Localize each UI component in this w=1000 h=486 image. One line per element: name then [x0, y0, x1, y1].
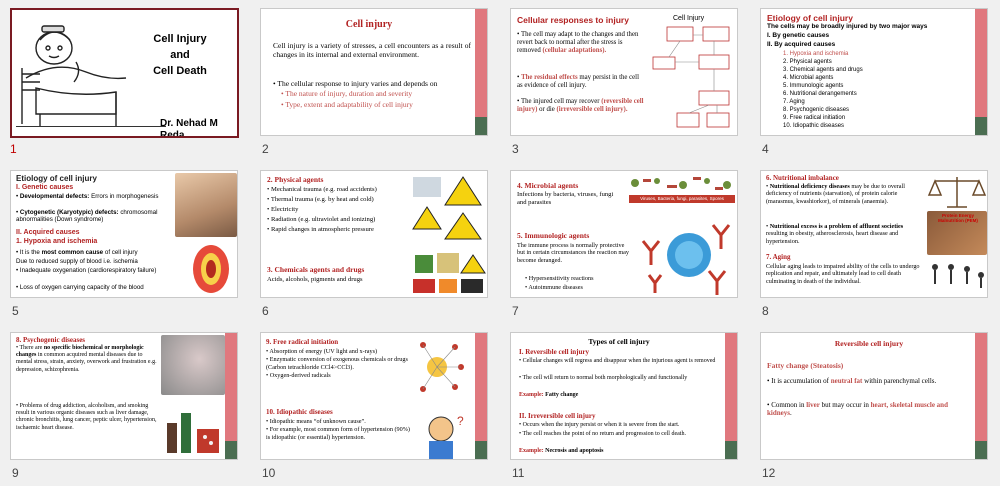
slide-number: 3 — [512, 142, 519, 156]
slide-thumbnail-8[interactable]: 6. Nutritional imbalance • Nutritional d… — [760, 170, 988, 298]
slide-thumbnail-7[interactable]: 4. Microbial agents Infections by bacter… — [510, 170, 738, 298]
author-text: Dr. Nehad M Reda — [160, 118, 218, 138]
slide-thumbnail-5[interactable]: Etiology of cell injury I. Genetic cause… — [10, 170, 238, 298]
free-radical-diagram — [420, 342, 464, 392]
aging-illustration — [932, 264, 984, 288]
slide-thumbnail-10[interactable]: 9. Free radical initiation • Absorption … — [260, 332, 488, 460]
slide-number: 5 — [12, 304, 19, 318]
slide-thumbnail-1[interactable]: Cell Injury and Cell Death Dr. Nehad M R… — [10, 8, 239, 138]
slide-number: 2 — [262, 142, 269, 156]
drugs-alcohol-image — [167, 413, 219, 453]
slide-thumbnail-6[interactable]: 2. Physical agents • Mechanical trauma (… — [260, 170, 488, 298]
slide-title: Cellular responses to injury — [517, 15, 629, 25]
slide-thumbnail-2[interactable]: Cell injury Cell injury is a variety of … — [260, 8, 488, 136]
slide-title: Etiology of cell injury — [767, 13, 853, 23]
slide-thumbnail-12[interactable]: Reversible cell injury Fatty change (Ste… — [760, 332, 988, 460]
slide-number: 12 — [762, 466, 776, 480]
slide-number: 8 — [762, 304, 769, 318]
slide-number: 10 — [262, 466, 276, 480]
slide-number: 1 — [10, 142, 17, 156]
cell-injury-diagram — [652, 26, 730, 128]
diagram-title: Cell Injury — [673, 15, 705, 22]
virus-antibody-illustration — [641, 224, 731, 295]
microbes-illustration — [631, 177, 731, 190]
slide-number: 9 — [12, 466, 19, 480]
slide-title: Cell injury — [345, 19, 393, 30]
sick-person-illustration — [21, 25, 127, 126]
balance-scale-icon — [927, 177, 987, 208]
slide-thumbnail-9[interactable]: 8. Psychogenic diseases • There are no s… — [10, 332, 238, 460]
cause-list: 1. Hypoxia and ischemia 2. Physical agen… — [783, 51, 863, 129]
slide-number: 6 — [262, 304, 269, 318]
slide-number: 7 — [512, 304, 519, 318]
microbe-strip: Viruses, Bacteria, fungi, parasites, Spo… — [629, 195, 735, 203]
svg-text:?: ? — [457, 414, 464, 428]
title-text: Cell Injury and Cell Death — [153, 33, 207, 77]
slide-thumbnail-11[interactable]: Types of cell injury I. Reversible cell … — [510, 332, 738, 460]
brain-stress-image — [161, 335, 225, 395]
slide-thumbnail-4[interactable]: Etiology of cell injury The cells may be… — [760, 8, 988, 136]
slide-title: Types of cell injury — [588, 337, 650, 346]
malnutrition-photo — [927, 211, 987, 255]
blood-vessel-illustration — [193, 245, 229, 293]
slide-title: Reversible cell injury — [834, 339, 904, 348]
divider-line — [16, 126, 166, 127]
child-photo — [175, 173, 237, 237]
hazard-signs — [412, 176, 486, 293]
question-person-illustration: ? — [428, 414, 464, 459]
slide-number: 4 — [762, 142, 769, 156]
slide-thumbnail-3[interactable]: Cellular responses to injury • The cell … — [510, 8, 738, 136]
slide-number: 11 — [512, 466, 525, 480]
slide-title: Etiology of cell injury — [16, 174, 97, 183]
